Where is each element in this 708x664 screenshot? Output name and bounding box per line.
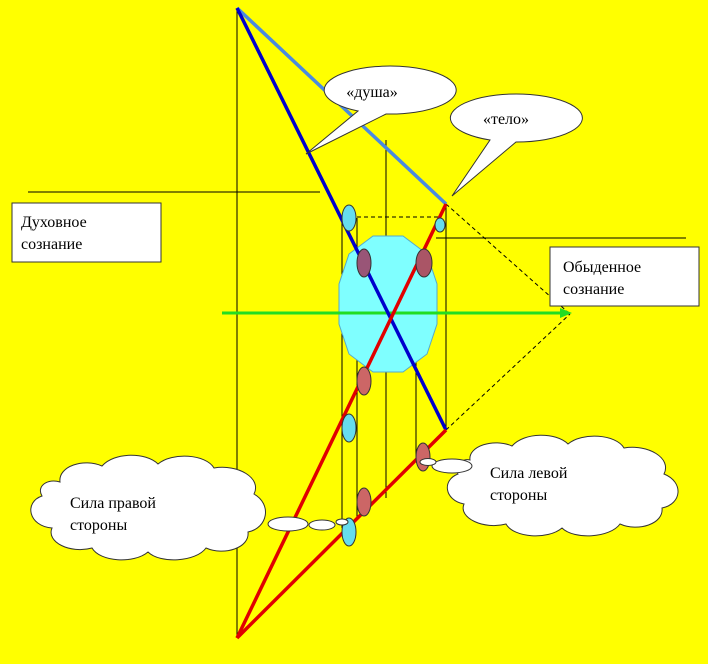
dark-node-right xyxy=(415,248,433,278)
ordinary-label-line1: Обыденное xyxy=(563,259,641,276)
spiritual-consciousness-box: Духовное сознание xyxy=(11,202,162,263)
dark-node-left xyxy=(356,248,372,278)
red-line-short xyxy=(235,428,448,640)
right-force-line1: Сила правой xyxy=(70,495,156,512)
ordinary-consciousness-box: Обыденное сознание xyxy=(549,246,700,307)
green-arrow-head xyxy=(560,308,572,318)
spiritual-label-line1: Духовное xyxy=(21,214,87,231)
cyan-node-top xyxy=(341,204,357,232)
ordinary-label-line2: сознание xyxy=(563,281,624,298)
soul-bubble-shape xyxy=(305,65,457,155)
spiritual-box-frame xyxy=(11,202,162,263)
left-force-cloud: Сила левой стороны xyxy=(419,434,679,537)
right-force-cloud: Сила правой стороны xyxy=(30,454,349,561)
left-force-line2: стороны xyxy=(490,487,547,504)
dark-blue-line xyxy=(235,7,448,431)
left-cloud-shape xyxy=(447,434,679,537)
body-speech-bubble: «тело» xyxy=(449,93,583,197)
cyan-node-middle xyxy=(341,413,357,443)
red-node-right-lower xyxy=(415,442,431,472)
body-bubble-shape xyxy=(449,93,583,197)
body-label: «тело» xyxy=(483,111,529,128)
dashed-diagonal-bottom xyxy=(445,313,571,431)
cyan-node-small xyxy=(434,217,446,233)
red-node-middle xyxy=(356,366,372,396)
ordinary-box-frame xyxy=(549,246,700,307)
spiritual-label-line2: сознание xyxy=(21,236,82,253)
right-cloud-trail-1 xyxy=(267,516,309,532)
nodes xyxy=(341,204,446,547)
soul-speech-bubble: «душа» xyxy=(305,65,457,155)
right-cloud-shape xyxy=(30,454,266,561)
red-node-bottom xyxy=(356,487,372,517)
right-force-line2: стороны xyxy=(70,517,127,534)
right-cloud-trail-3 xyxy=(335,518,349,526)
left-cloud-trail-2 xyxy=(419,458,437,466)
red-line-ascending xyxy=(235,203,448,639)
left-cloud-trail-1 xyxy=(431,458,473,474)
left-force-line1: Сила левой xyxy=(490,465,568,482)
cyan-node-bottom xyxy=(341,517,357,547)
soul-label: «душа» xyxy=(346,84,398,101)
right-cloud-trail-2 xyxy=(308,519,336,531)
